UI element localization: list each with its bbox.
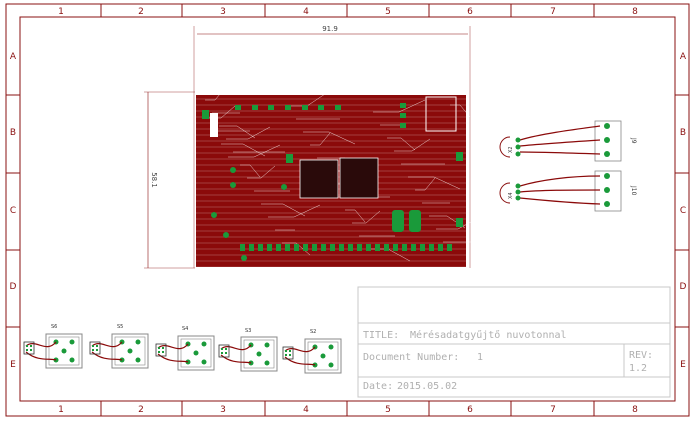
column-label: 4	[303, 7, 309, 17]
pcb-traces	[202, 87, 495, 262]
column-label: 6	[467, 7, 473, 17]
row-label: E	[10, 360, 16, 370]
row-label: C	[10, 206, 16, 216]
row-label: C	[680, 206, 686, 216]
connector-ref: J10	[630, 185, 637, 196]
title-value: Mérésadatgyűjtő nuvotonnal	[410, 329, 567, 341]
row-label: A	[10, 52, 17, 62]
column-labels-top: 1 2 3 4 5 6 7 8	[58, 7, 638, 17]
row-label: E	[680, 360, 686, 370]
connector-pin: X4	[508, 192, 514, 199]
column-label: 8	[632, 7, 638, 17]
row-labels-right: A B C D E	[680, 52, 687, 370]
title-block: TITLE: Mérésadatgyűjtő nuvotonnal Docume…	[357, 286, 671, 398]
date-label: Date:	[363, 381, 393, 392]
document-number-label: Document Number:	[363, 352, 459, 363]
frame-ticks	[6, 4, 689, 416]
column-label: 6	[467, 405, 473, 415]
switch-ref: S2	[310, 329, 316, 335]
column-label: 7	[550, 405, 556, 415]
column-label: 1	[58, 405, 64, 415]
connector-ref: J9	[630, 137, 637, 144]
row-label: D	[10, 282, 17, 292]
switch-ref: S4	[182, 326, 188, 332]
pcb-connector-outline	[425, 96, 457, 132]
row-label: B	[680, 128, 686, 138]
row-labels-left: A B C D E	[10, 52, 17, 370]
column-label: 2	[138, 7, 144, 17]
large-pad	[409, 210, 421, 232]
row-label: A	[680, 52, 687, 62]
revision-value: 1.2	[629, 363, 647, 374]
width-value: 91.9	[322, 25, 338, 33]
row-label: D	[680, 282, 687, 292]
microcontroller-chip	[339, 157, 379, 199]
height-dimension: 58.1	[144, 91, 195, 269]
column-label: 5	[385, 7, 391, 17]
column-label: 1	[58, 7, 64, 17]
column-label: 2	[138, 405, 144, 415]
pcb-board	[196, 87, 495, 267]
width-dimension: 91.9	[193, 25, 471, 268]
switch-labels: S6 S5 S4 S3 S2	[51, 324, 316, 335]
column-label: 8	[632, 405, 638, 415]
switch-ref: S5	[117, 324, 123, 330]
connector-pin: X2	[508, 146, 514, 153]
column-label: 5	[385, 405, 391, 415]
date-value: 2015.05.02	[397, 381, 457, 392]
column-label: 3	[220, 7, 226, 17]
column-label: 4	[303, 405, 309, 415]
large-pad	[392, 210, 404, 232]
document-number-value: 1	[477, 352, 483, 363]
revision-label: REV:	[629, 350, 653, 361]
switch-modules	[23, 333, 342, 374]
switch-ref: S3	[245, 328, 251, 334]
connector-j9: J9 X2	[499, 120, 637, 162]
column-label: 7	[550, 7, 556, 17]
connector-j10: J10 X4	[499, 170, 637, 212]
row-label: B	[10, 128, 16, 138]
title-label: TITLE:	[363, 330, 399, 341]
height-value: 58.1	[150, 172, 158, 188]
board-cutout	[210, 113, 218, 137]
switch-ref: S6	[51, 324, 57, 330]
column-label: 3	[220, 405, 226, 415]
column-labels-bottom: 1 2 3 4 5 6 7 8	[58, 405, 638, 415]
ic-chip	[299, 159, 339, 199]
